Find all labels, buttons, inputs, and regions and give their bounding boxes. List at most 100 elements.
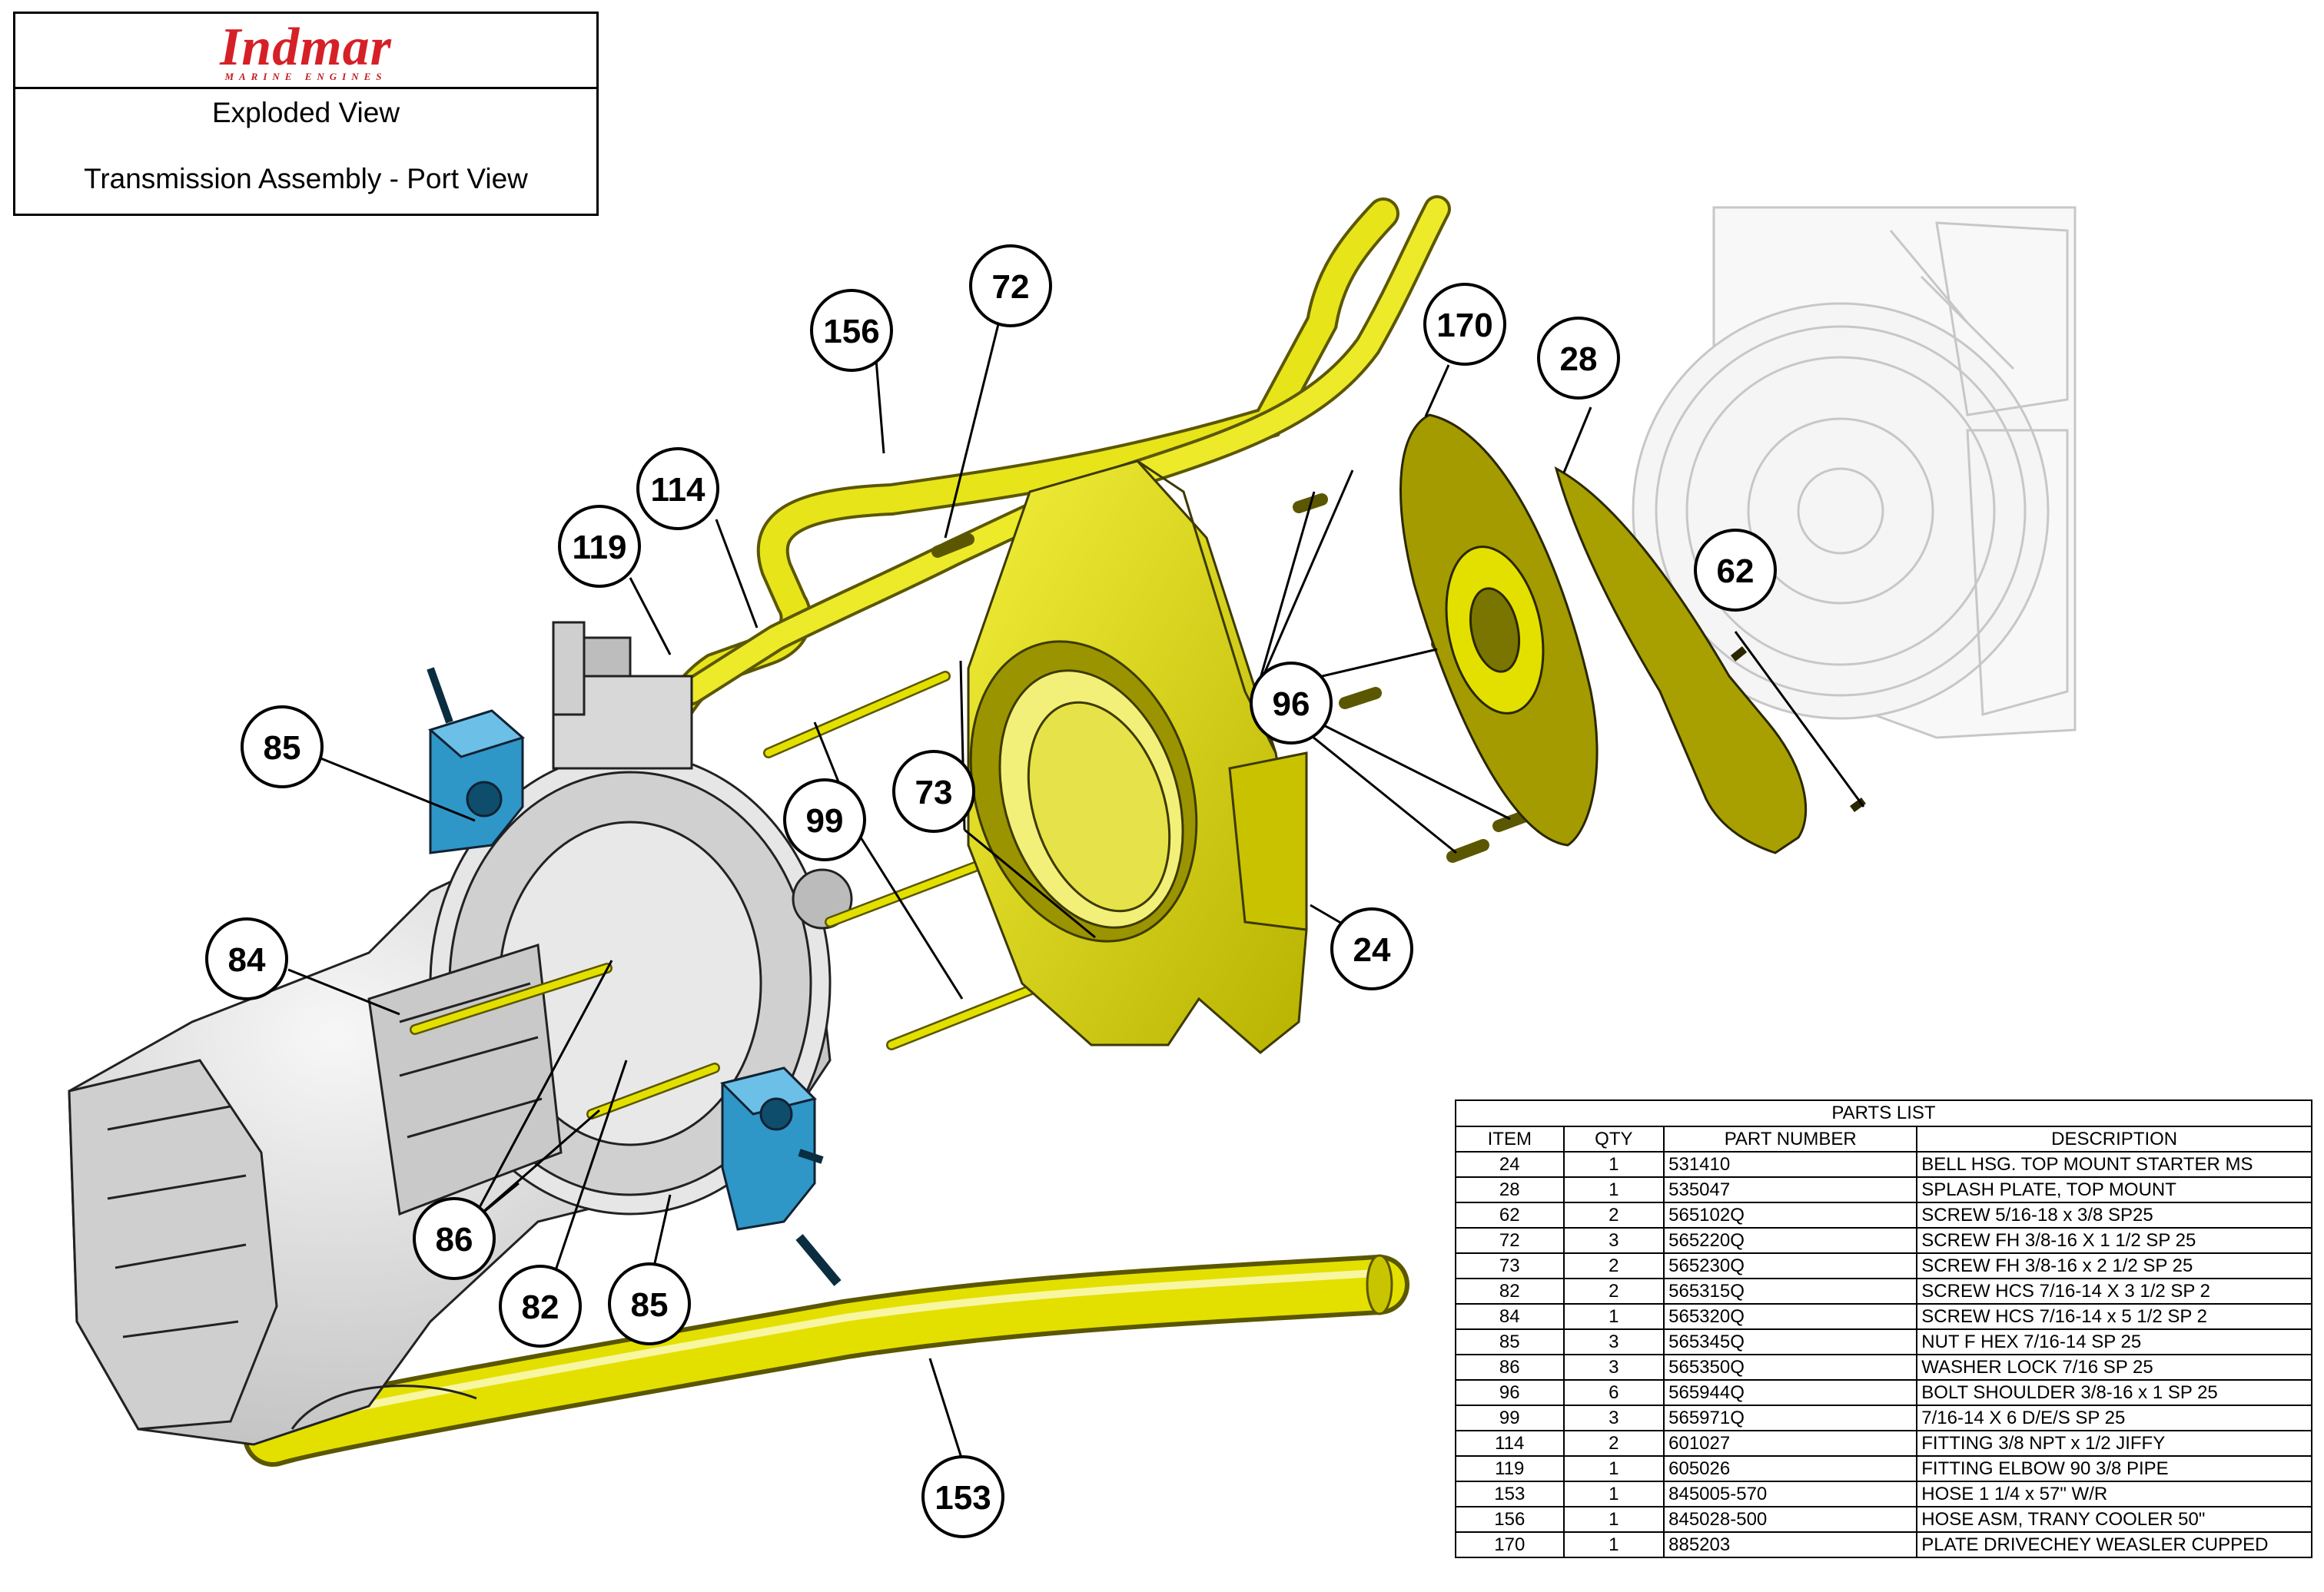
title-line-2: Transmission Assembly - Port View [84,163,528,194]
callout-86: 86 [413,1197,496,1280]
svg-text:84: 84 [228,941,266,979]
item-cell: 114 [1455,1430,1565,1457]
item-cell: 86 [1455,1354,1565,1381]
item-cell: 99 [1455,1405,1565,1431]
svg-text:119: 119 [573,529,627,566]
description-cell: PLATE DRIVECHEY WEASLER CUPPED [1916,1531,2312,1558]
part-number-cell: 565350Q [1663,1354,1918,1381]
description-cell: 7/16-14 X 6 D/E/S SP 25 [1916,1405,2312,1431]
svg-text:153: 153 [935,1479,991,1517]
item-cell: 82 [1455,1278,1565,1305]
item-cell: 153 [1455,1481,1565,1507]
qty-cell: 1 [1562,1481,1665,1507]
item-cell: 119 [1455,1455,1565,1482]
callout-85-upper: 85 [241,705,324,788]
part-number-cell: 845005-570 [1663,1481,1918,1507]
part-number-cell: 601027 [1663,1430,1918,1457]
callout-28: 28 [1537,317,1620,400]
header-qty: QTY [1562,1126,1665,1153]
part-number-cell: 565971Q [1663,1405,1918,1431]
description-cell: FITTING ELBOW 90 3/8 PIPE [1916,1455,2312,1482]
callout-73: 73 [892,750,975,833]
svg-text:86: 86 [436,1221,473,1259]
description-cell: SCREW HCS 7/16-14 x 5 1/2 SP 2 [1916,1303,2312,1330]
description-cell: SPLASH PLATE, TOP MOUNT [1916,1176,2312,1203]
item-cell: 96 [1455,1379,1565,1406]
title-block: Indmar MARINE ENGINES Exploded View Tran… [13,12,599,216]
svg-text:114: 114 [651,471,706,509]
description-cell: BOLT SHOULDER 3/8-16 x 1 SP 25 [1916,1379,2312,1406]
callout-balloons: 156 72 170 28 114 119 62 96 [205,244,1777,1538]
part-number-cell: 565102Q [1663,1202,1918,1229]
svg-text:85: 85 [264,729,301,767]
title-line-1: Exploded View [211,97,400,128]
parts-list-header-row: ITEM QTY PART NUMBER DESCRIPTION [1455,1126,2312,1153]
qty-cell: 1 [1562,1506,1665,1533]
item-cell: 170 [1455,1531,1565,1558]
item-cell: 73 [1455,1252,1565,1279]
hose-153 [243,1254,1409,1467]
part-number-cell: 845028-500 [1663,1506,1918,1533]
header-description: DESCRIPTION [1916,1126,2312,1153]
item-cell: 84 [1455,1303,1565,1330]
qty-cell: 3 [1562,1227,1665,1254]
svg-text:156: 156 [823,313,879,350]
parts-list-table: PARTS LIST ITEM QTY PART NUMBER DESCRIPT… [1455,1099,2312,1558]
description-cell: SCREW FH 3/8-16 X 1 1/2 SP 25 [1916,1227,2312,1254]
description-cell: FITTING 3/8 NPT x 1/2 JIFFY [1916,1430,2312,1457]
callout-82: 82 [499,1265,582,1348]
description-cell: WASHER LOCK 7/16 SP 25 [1916,1354,2312,1381]
svg-text:99: 99 [806,802,844,840]
qty-cell: 1 [1562,1151,1665,1178]
part-number-cell: 885203 [1663,1531,1918,1558]
part-number-cell: 605026 [1663,1455,1918,1482]
part-number-cell: 565230Q [1663,1252,1918,1279]
part-number-cell: 565944Q [1663,1379,1918,1406]
bell-housing-24 [967,459,1308,1054]
engine-mount-upper [427,667,526,854]
description-cell: HOSE ASM, TRANY COOLER 50" [1916,1506,2312,1533]
svg-text:96: 96 [1273,685,1310,723]
part-number-cell: 565220Q [1663,1227,1918,1254]
svg-text:72: 72 [992,268,1030,306]
callout-119: 119 [558,505,641,588]
header-item: ITEM [1455,1126,1565,1153]
description-cell: SCREW HCS 7/16-14 X 3 1/2 SP 2 [1916,1278,2312,1305]
svg-text:24: 24 [1353,931,1391,969]
qty-cell: 1 [1562,1303,1665,1330]
part-number-cell: 535047 [1663,1176,1918,1203]
callout-153: 153 [921,1455,1004,1538]
description-cell: HOSE 1 1/4 x 57" W/R [1916,1481,2312,1507]
svg-text:170: 170 [1436,307,1492,344]
callout-24: 24 [1330,907,1413,990]
hose-156-trany-cooler [645,195,1451,754]
part-number-cell: 565320Q [1663,1303,1918,1330]
qty-cell: 1 [1562,1455,1665,1482]
parts-list-caption: PARTS LIST [1455,1099,2312,1127]
callout-170: 170 [1423,283,1506,366]
callout-72: 72 [969,244,1052,327]
engine-block-ghost [1632,206,2077,739]
qty-cell: 2 [1562,1430,1665,1457]
part-number-cell: 531410 [1663,1151,1918,1178]
qty-cell: 2 [1562,1202,1665,1229]
qty-cell: 1 [1562,1531,1665,1558]
indmar-logo: Indmar MARINE ENGINES [15,14,596,89]
description-cell: BELL HSG. TOP MOUNT STARTER MS [1916,1151,2312,1178]
item-cell: 156 [1455,1506,1565,1533]
callout-85-lower: 85 [608,1262,691,1345]
drive-plate-170 [1399,413,1599,847]
callout-99: 99 [783,778,866,861]
